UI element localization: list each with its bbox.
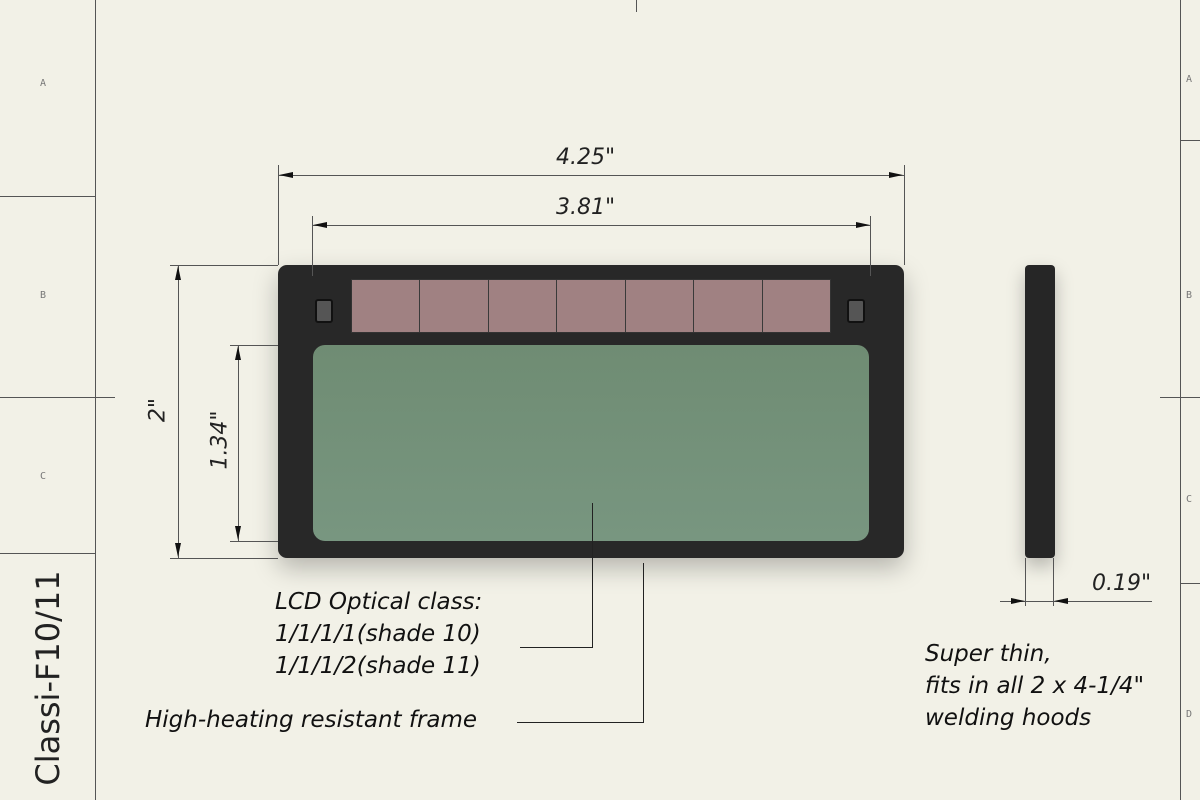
- thin-line-2: fits in all 2 x 4-1/4": [925, 673, 1145, 699]
- dim-thickness: 0.19": [1092, 571, 1152, 596]
- zone-label: A: [1186, 74, 1193, 85]
- dim-viewing-width: 3.81": [556, 195, 616, 220]
- border-left: [95, 0, 96, 800]
- dim-ext: [1025, 558, 1026, 606]
- solar-cell: [763, 280, 830, 332]
- arrow-icon: [313, 222, 327, 228]
- thin-line-1: Super thin,: [925, 641, 1052, 667]
- zone-divider: [1180, 583, 1200, 584]
- arrow-icon: [889, 172, 903, 178]
- leader-line: [592, 503, 593, 648]
- leader-line: [643, 563, 644, 723]
- thin-line-3: welding hoods: [925, 705, 1092, 731]
- dim-line: [1000, 601, 1152, 602]
- dim-ext: [170, 265, 278, 266]
- dim-ext: [170, 558, 278, 559]
- zone-divider: [0, 553, 95, 554]
- sensor-left: [315, 299, 333, 323]
- arrow-icon: [1054, 598, 1068, 604]
- solar-cell: [694, 280, 763, 332]
- dim-line: [238, 345, 239, 541]
- zone-label: C: [1186, 494, 1193, 505]
- dim-line: [278, 175, 904, 176]
- solar-cell: [557, 280, 626, 332]
- zone-label: B: [1186, 290, 1193, 301]
- dim-ext: [230, 541, 278, 542]
- dim-ext: [230, 345, 278, 346]
- model-name: Classi-F10/11: [29, 570, 67, 786]
- arrow-icon: [279, 172, 293, 178]
- arrow-icon: [856, 222, 870, 228]
- zone-divider: [0, 196, 95, 197]
- thin-note: Super thin, fits in all 2 x 4-1/4" weldi…: [925, 638, 1144, 734]
- frame-note: High-heating resistant frame: [145, 707, 478, 733]
- solar-cell: [420, 280, 489, 332]
- arrow-icon: [235, 346, 241, 360]
- dim-ext: [870, 216, 871, 276]
- zone-divider: [0, 397, 115, 398]
- arrow-icon: [1011, 598, 1025, 604]
- arrow-icon: [235, 526, 241, 540]
- dim-ext: [278, 165, 279, 265]
- dim-ext: [1053, 558, 1054, 606]
- filter-side-view: [1025, 265, 1055, 558]
- dim-viewing-height: 1.34": [207, 410, 233, 470]
- lcd-class-note: LCD Optical class: 1/1/1/1(shade 10) 1/1…: [275, 586, 482, 682]
- border-right: [1180, 0, 1181, 800]
- lcd-shade-11: 1/1/1/2(shade 11): [275, 653, 481, 679]
- zone-label: B: [40, 290, 47, 301]
- solar-panel: [351, 279, 831, 333]
- arrow-icon: [175, 266, 181, 280]
- solar-cell: [352, 280, 421, 332]
- top-tick: [636, 0, 637, 12]
- lcd-title: LCD Optical class:: [275, 589, 483, 615]
- zone-label: A: [40, 78, 47, 89]
- dim-line: [312, 225, 870, 226]
- zone-divider: [1160, 397, 1200, 398]
- lcd-shade-10: 1/1/1/1(shade 10): [275, 621, 481, 647]
- lcd-viewing-area: [313, 345, 869, 541]
- dim-ext: [312, 216, 313, 276]
- zone-label: D: [1186, 709, 1193, 720]
- solar-cell: [489, 280, 558, 332]
- sensor-right: [847, 299, 865, 323]
- dim-overall-width: 4.25": [556, 145, 616, 170]
- zone-label: C: [40, 471, 47, 482]
- dim-overall-height: 2": [145, 397, 171, 423]
- leader-line: [517, 722, 643, 723]
- dim-ext: [904, 165, 905, 265]
- leader-line: [520, 647, 592, 648]
- dim-line: [178, 265, 179, 558]
- solar-cell: [626, 280, 695, 332]
- zone-divider: [1180, 140, 1200, 141]
- arrow-icon: [175, 543, 181, 557]
